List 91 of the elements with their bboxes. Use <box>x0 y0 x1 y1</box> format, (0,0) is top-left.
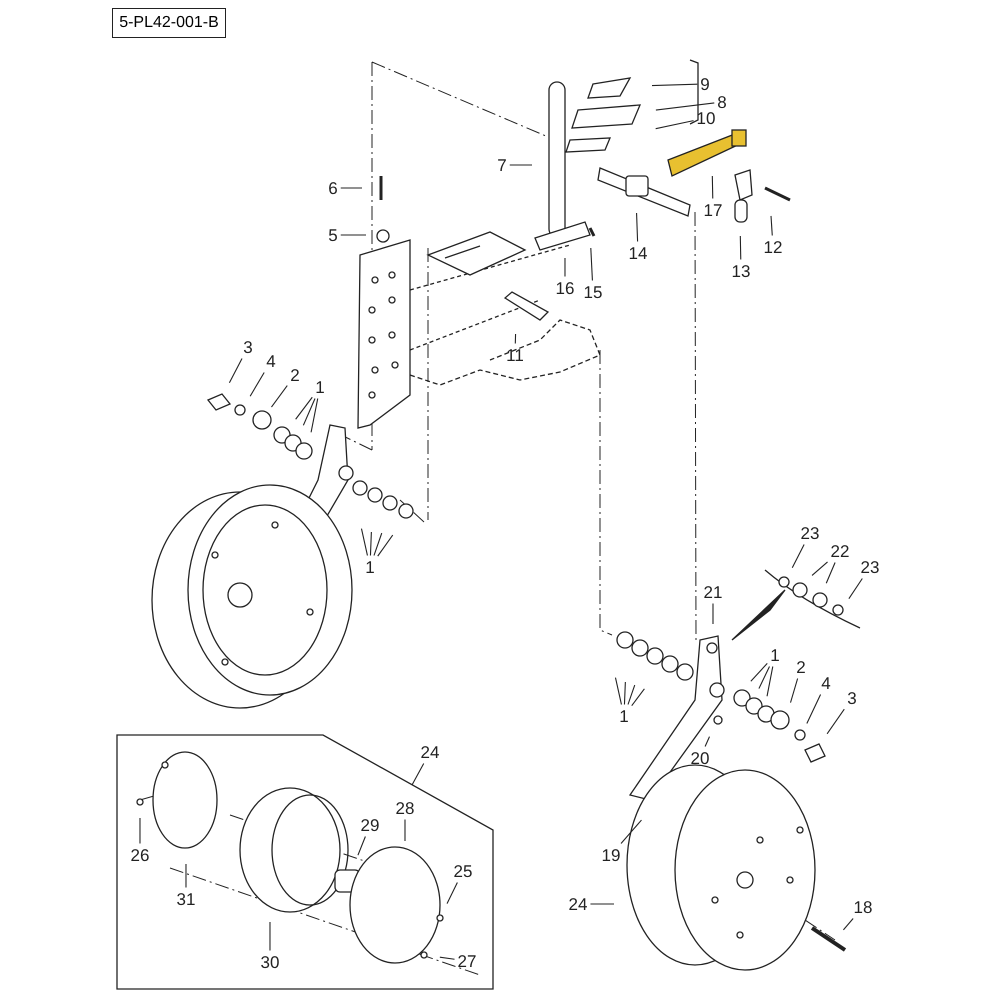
callout-number: 29 <box>360 816 380 834</box>
callout-number: 26 <box>130 846 150 864</box>
callout-number: 1 <box>618 706 630 726</box>
callout-number: 8 <box>716 92 728 112</box>
leader-line <box>228 358 242 384</box>
leader-line <box>269 922 271 950</box>
leader-line <box>370 532 372 556</box>
callout-number: 27 <box>456 952 478 970</box>
leader-line <box>360 528 368 556</box>
leader-line <box>627 684 636 705</box>
callout-number: 25 <box>452 862 474 880</box>
callout-number: 1 <box>314 378 326 396</box>
callout-number: 30 <box>260 952 280 972</box>
leader-line <box>412 763 424 786</box>
callout-number: 13 <box>730 262 752 280</box>
callout-number: 6 <box>327 178 339 198</box>
callout-number: 1 <box>364 558 376 576</box>
callout-number: 4 <box>265 352 277 370</box>
leader-line <box>514 334 516 344</box>
callout-number: 31 <box>176 890 196 908</box>
leader-line <box>310 398 318 432</box>
callout-number: 19 <box>600 846 622 864</box>
drawing-number: 5-PL42-001-B <box>112 8 226 38</box>
leader-line <box>636 212 638 242</box>
leader-line <box>790 678 798 703</box>
callout-number: 18 <box>852 898 874 916</box>
leader-line <box>590 248 593 281</box>
leader-line <box>295 396 313 420</box>
leader-line <box>826 708 845 734</box>
leader-line <box>631 688 645 706</box>
leader-line <box>812 562 828 576</box>
callout-number: 16 <box>554 278 576 298</box>
leader-line <box>250 372 265 397</box>
leader-line <box>590 903 614 905</box>
callout-number: 23 <box>860 558 880 576</box>
leader-line <box>750 663 768 682</box>
leader-line <box>652 84 698 86</box>
leader-line <box>302 398 316 426</box>
leader-line <box>373 532 382 556</box>
callout-number: 21 <box>702 582 724 602</box>
leader-line <box>340 187 362 189</box>
leader-line <box>620 820 642 844</box>
leader-line <box>704 736 710 747</box>
leader-line <box>564 258 566 276</box>
callout-number: 28 <box>394 798 416 818</box>
leader-line <box>624 682 626 705</box>
leader-line <box>712 604 714 624</box>
callout-number: 23 <box>800 524 820 542</box>
leader-line <box>446 882 458 904</box>
leader-line <box>271 385 288 408</box>
leader-line <box>340 234 366 236</box>
callout-number: 3 <box>242 338 254 356</box>
callout-number: 5 <box>327 226 339 244</box>
leader-line <box>792 544 805 568</box>
leader-line <box>614 678 622 705</box>
callout-number: 22 <box>830 542 850 560</box>
callout-number: 1 <box>769 646 781 664</box>
callout-number: 2 <box>289 366 301 384</box>
callout-number: 17 <box>702 200 724 220</box>
callout-number: 9 <box>699 74 711 94</box>
leader-line <box>826 562 836 584</box>
callout-number: 4 <box>820 674 832 692</box>
leader-line <box>848 578 863 599</box>
leader-line <box>185 864 187 888</box>
callout-number: 24 <box>568 894 588 914</box>
callout-number: 10 <box>696 108 716 128</box>
callout-number: 20 <box>690 748 710 768</box>
inset-frame <box>117 735 494 990</box>
leader-line <box>656 102 714 111</box>
leader-line <box>510 164 532 166</box>
callout-number: 15 <box>582 282 604 302</box>
callout-number: 2 <box>795 658 807 676</box>
leader-line <box>740 236 742 260</box>
callout-number: 11 <box>505 346 525 364</box>
leader-line <box>404 820 406 841</box>
leader-line <box>843 918 854 930</box>
leader-line <box>139 818 141 844</box>
leader-line <box>766 666 774 696</box>
callout-number: 14 <box>628 244 648 262</box>
leader-line <box>806 694 822 724</box>
callout-number: 3 <box>846 688 858 708</box>
leader-line <box>656 120 694 130</box>
leader-line <box>770 216 773 236</box>
leader-line <box>377 534 394 556</box>
leader-line <box>712 176 714 199</box>
leader-line <box>758 666 770 689</box>
leader-line <box>440 956 455 960</box>
callout-number: 24 <box>420 742 440 762</box>
leader-line <box>357 836 366 856</box>
callout-number: 7 <box>496 156 508 174</box>
callout-number: 12 <box>762 238 784 256</box>
